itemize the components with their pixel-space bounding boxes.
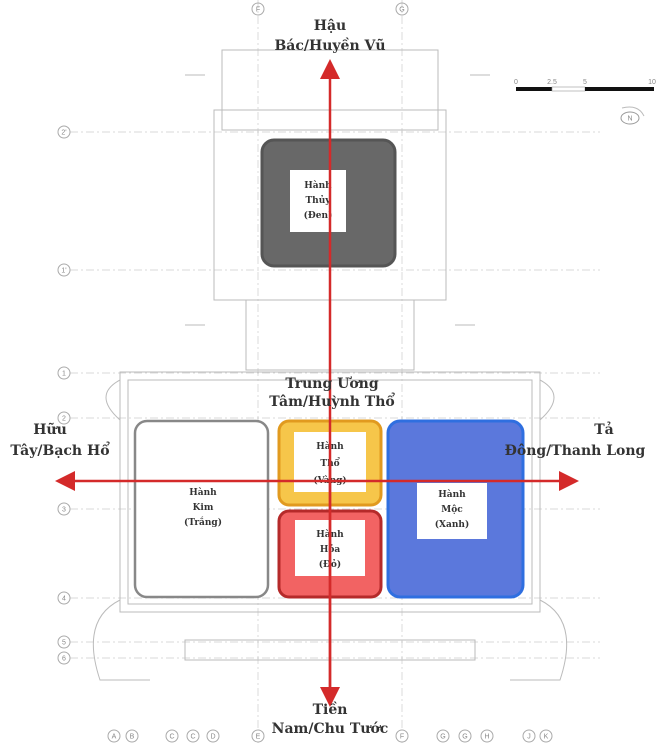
grid-col-label: G: [440, 734, 445, 741]
svg-text:0: 0: [514, 79, 518, 86]
svg-text:Mộc: Mộc: [441, 504, 463, 515]
grid-row-label: 1': [61, 268, 66, 275]
grid-col-bubble: [522, 729, 536, 743]
grid-row-label: 5: [62, 640, 66, 647]
grid-col-bubble: [251, 729, 265, 743]
svg-text:Kim: Kim: [193, 503, 214, 513]
grid-row-bubble: [57, 651, 71, 665]
svg-text:Tâm/Huỳnh Thổ: Tâm/Huỳnh Thổ: [269, 392, 395, 410]
grid-row-label: 2': [61, 130, 66, 137]
svg-text:10: 10: [648, 79, 656, 86]
svg-text:Tả: Tả: [594, 421, 614, 438]
grid-row-bubble: [57, 263, 71, 277]
grid-row-label: 4: [62, 596, 66, 603]
grid-col-bubble: [480, 729, 494, 743]
grid-col-label: D: [210, 734, 215, 741]
label-north: Hậu Bác/Huyền Vũ: [274, 18, 385, 54]
grid-row-label: 6: [62, 656, 66, 663]
label-south: Tiền Nam/Chu Tước: [272, 701, 389, 737]
label-east: Tả Đông/Thanh Long: [505, 421, 646, 459]
grid-col-label: A: [112, 734, 117, 741]
grid-row-label: 1: [62, 371, 66, 378]
grid-row-bubble: [57, 411, 71, 425]
svg-text:F: F: [256, 7, 260, 14]
grid-col-bubble: [186, 729, 200, 743]
grid-row-bubble: [57, 635, 71, 649]
grid-row-label: 3: [62, 507, 66, 514]
svg-text:G: G: [399, 7, 404, 14]
svg-text:Nam/Chu Tước: Nam/Chu Tước: [272, 721, 389, 737]
svg-text:Tây/Bạch Hổ: Tây/Bạch Hổ: [10, 441, 110, 459]
svg-text:Trung Ương: Trung Ương: [285, 375, 379, 392]
svg-text:Hữu: Hữu: [33, 421, 67, 438]
grid-row-bubble: [57, 502, 71, 516]
grid-col-bubble: [107, 729, 121, 743]
grid-col-bubble: [395, 729, 409, 743]
svg-text:Bác/Huyền Vũ: Bác/Huyền Vũ: [274, 37, 385, 54]
north-arrow-icon: N: [620, 106, 645, 125]
grid-col-bubble: [458, 729, 472, 743]
svg-text:(Trắng): (Trắng): [184, 516, 222, 528]
element-kim: Hành Kim (Trắng): [133, 419, 270, 599]
svg-text:(Xanh): (Xanh): [435, 519, 469, 530]
grid-col-label: C: [169, 734, 174, 741]
grid-col-bubble: [206, 729, 220, 743]
grid-col-label: H: [484, 734, 489, 741]
grid-row-bubble: [57, 125, 71, 139]
grid-col-label: C: [190, 734, 195, 741]
svg-text:Hành: Hành: [438, 489, 466, 500]
grid-col-label: G: [462, 734, 467, 741]
svg-text:Hậu: Hậu: [314, 18, 346, 34]
grid-row-label: 2: [62, 416, 66, 423]
svg-text:Thủy: Thủy: [305, 195, 331, 206]
element-moc: Hành Mộc (Xanh): [386, 419, 525, 599]
svg-text:Hành: Hành: [304, 180, 332, 191]
scale-bar: 0 2.5 5 10: [514, 79, 656, 92]
grid-row-bubble: [57, 591, 71, 605]
label-west: Hữu Tây/Bạch Hổ: [10, 421, 110, 459]
grid-labels: F G 2' 1' 1 2 3 4 5 6 A B C C D E F G G H J K: [57, 2, 553, 743]
grid-col-bubble: [125, 729, 139, 743]
svg-text:5: 5: [583, 79, 587, 86]
label-center: Trung Ương Tâm/Huỳnh Thổ: [269, 375, 395, 410]
svg-text:Hành: Hành: [189, 487, 217, 498]
grid-col-bubble: [539, 729, 553, 743]
grid-row-bubble: [57, 366, 71, 380]
grid-col-bubble: [165, 729, 179, 743]
svg-text:(Đen): (Đen): [304, 210, 333, 221]
svg-text:Tiền: Tiền: [313, 701, 348, 718]
grid-col-label: E: [256, 734, 261, 741]
grid-col-bubble: [436, 729, 450, 743]
svg-text:Đông/Thanh Long: Đông/Thanh Long: [505, 443, 646, 459]
grid-col-label: J: [527, 734, 531, 741]
element-thuy: Hành Thủy (Đen): [260, 138, 397, 268]
svg-text:2.5: 2.5: [547, 79, 557, 86]
grid-col-label: B: [130, 734, 135, 741]
grid-col-label: K: [544, 734, 549, 741]
grid-col-label: F: [400, 734, 404, 741]
svg-text:N: N: [627, 116, 632, 123]
